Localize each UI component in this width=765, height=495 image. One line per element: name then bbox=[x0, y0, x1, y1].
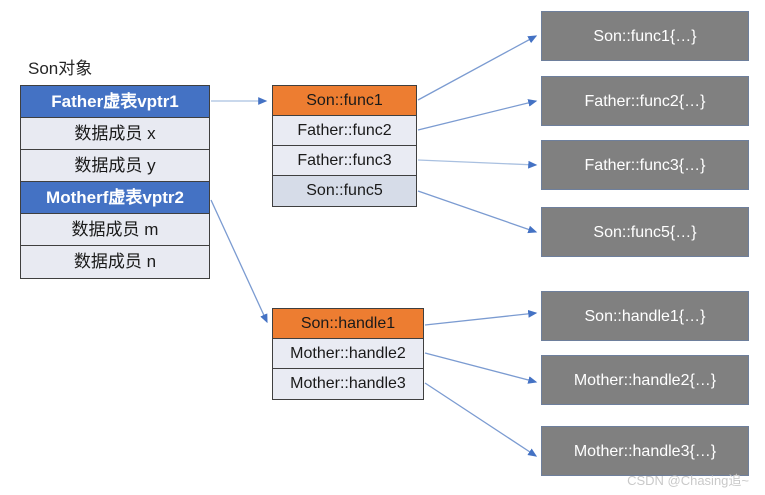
impl-box-son-handle1: Son::handle1{…} bbox=[541, 291, 749, 341]
object-layout-title: Son对象 bbox=[28, 59, 93, 78]
impl-box-mother-handle2: Mother::handle2{…} bbox=[541, 355, 749, 405]
impl-box-father-func2: Father::func2{…} bbox=[541, 76, 749, 126]
vtable2-row-mother-handle3: Mother::handle3 bbox=[273, 369, 423, 399]
connector-func3-to-impl bbox=[417, 159, 538, 169]
object-row-vptr2: Motherf虚表vptr2 bbox=[21, 182, 209, 214]
connector-func1-to-impl bbox=[417, 35, 538, 101]
vtable1-row-father-func2: Father::func2 bbox=[273, 116, 416, 146]
connector-func5-to-impl bbox=[417, 190, 538, 234]
vtable1-row-father-func3: Father::func3 bbox=[273, 146, 416, 176]
watermark-text: CSDN @Chasing追~ bbox=[627, 473, 749, 488]
object-row-member-x: 数据成员 x bbox=[21, 118, 209, 150]
impl-box-father-func3: Father::func3{…} bbox=[541, 140, 749, 190]
vtable1-row-son-func1: Son::func1 bbox=[273, 86, 416, 116]
object-row-member-y: 数据成员 y bbox=[21, 150, 209, 182]
vtable-father: Son::func1 Father::func2 Father::func3 S… bbox=[272, 85, 417, 207]
object-row-member-n: 数据成员 n bbox=[21, 246, 209, 278]
connector-func2-to-impl bbox=[417, 99, 538, 131]
object-layout-table: Father虚表vptr1 数据成员 x 数据成员 y Motherf虚表vpt… bbox=[20, 85, 210, 279]
vtable2-row-mother-handle2: Mother::handle2 bbox=[273, 339, 423, 369]
object-row-vptr1: Father虚表vptr1 bbox=[21, 86, 209, 118]
connector-handle2-to-impl bbox=[424, 352, 538, 384]
impl-box-mother-handle3: Mother::handle3{…} bbox=[541, 426, 749, 476]
connector-vptr2-to-vtable2 bbox=[210, 199, 268, 324]
impl-box-son-func1: Son::func1{…} bbox=[541, 11, 749, 61]
vtable2-row-son-handle1: Son::handle1 bbox=[273, 309, 423, 339]
connector-handle1-to-impl bbox=[424, 309, 538, 326]
impl-box-son-func5: Son::func5{…} bbox=[541, 207, 749, 257]
vtable-mother: Son::handle1 Mother::handle2 Mother::han… bbox=[272, 308, 424, 400]
vtable1-row-son-func5: Son::func5 bbox=[273, 176, 416, 206]
connector-handle3-to-impl bbox=[424, 382, 538, 457]
object-row-member-m: 数据成员 m bbox=[21, 214, 209, 246]
